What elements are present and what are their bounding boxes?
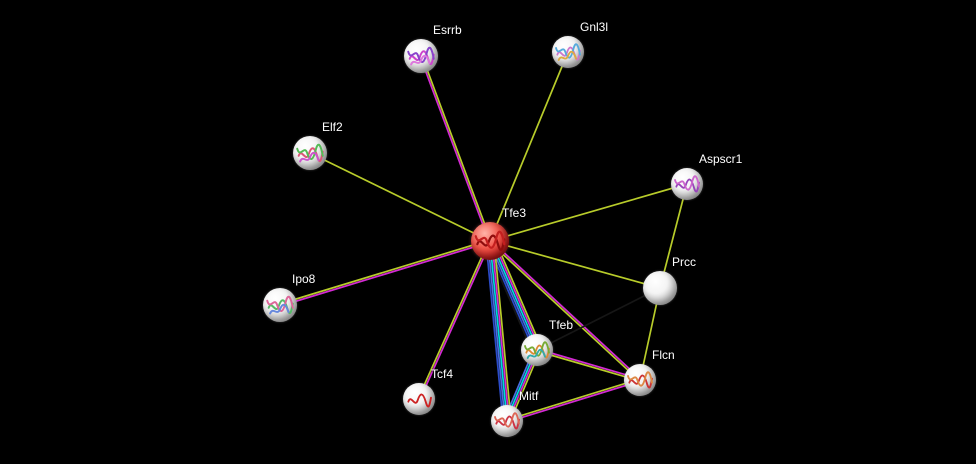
node-label-Elf2: Elf2 xyxy=(322,120,343,134)
node-Prcc[interactable] xyxy=(643,271,677,305)
protein-structure-icon xyxy=(474,230,506,252)
node-label-Gnl3l: Gnl3l xyxy=(580,20,609,34)
protein-structure-icon xyxy=(494,412,520,430)
node-Tfeb[interactable] xyxy=(521,334,553,366)
edge-Tfe3-Esrrb-green[interactable] xyxy=(421,55,492,241)
protein-structure-icon xyxy=(627,371,653,389)
protein-structure-icon xyxy=(555,43,581,61)
node-Tcf4[interactable] xyxy=(403,383,435,415)
node-Flcn[interactable] xyxy=(624,364,656,396)
protein-structure-icon xyxy=(407,393,432,408)
edge-Tfe3-Tcf4-magenta[interactable] xyxy=(419,241,492,400)
edge-Tfe3-Ipo8-green[interactable] xyxy=(279,239,490,305)
node-Gnl3l[interactable] xyxy=(552,36,584,68)
node-Esrrb[interactable] xyxy=(404,39,438,73)
node-label-Esrrb: Esrrb xyxy=(433,23,462,37)
edge-Tfe3-Aspscr1-green[interactable] xyxy=(489,183,688,242)
node-Elf2[interactable] xyxy=(293,136,327,170)
node-label-Flcn: Flcn xyxy=(652,348,675,362)
node-label-Ipo8: Ipo8 xyxy=(292,272,316,286)
edge-Tfeb-Flcn-green[interactable] xyxy=(536,350,640,382)
edge-Tfeb-Flcn-magenta[interactable] xyxy=(537,348,641,380)
edge-Tfe3-Mitf-navy[interactable] xyxy=(485,241,504,422)
protein-structure-icon xyxy=(674,175,700,193)
edge-Tfe3-Elf2-green[interactable] xyxy=(309,152,491,242)
edge-Tfe3-Ipo8-magenta[interactable] xyxy=(280,241,491,307)
node-label-Tcf4: Tcf4 xyxy=(431,367,454,381)
edge-Tfe3-Tfeb-magenta[interactable] xyxy=(492,239,541,350)
node-label-Tfeb: Tfeb xyxy=(549,318,574,332)
edge-Prcc-Tfeb-black[interactable] xyxy=(536,287,661,351)
node-label-Prcc: Prcc xyxy=(672,255,696,269)
edge-Tfe3-Esrrb-magenta[interactable] xyxy=(419,56,490,242)
edge-Tfe3-Prcc-green[interactable] xyxy=(489,240,661,289)
edge-Tfe3-Gnl3l-green[interactable] xyxy=(489,51,569,242)
edge-Tfe3-Mitf-blue[interactable] xyxy=(487,241,506,422)
edge-Flcn-Mitf-green[interactable] xyxy=(506,378,640,421)
protein-structure-icon xyxy=(407,46,435,66)
node-label-Mitf: Mitf xyxy=(519,389,539,403)
edge-Flcn-Mitf-magenta[interactable] xyxy=(507,380,641,423)
node-Ipo8[interactable] xyxy=(263,288,297,322)
node-Tfe3[interactable] xyxy=(471,222,509,260)
node-Mitf[interactable] xyxy=(491,405,523,437)
edge-Tfe3-Flcn-magenta[interactable] xyxy=(490,239,642,380)
protein-structure-icon xyxy=(266,295,294,315)
protein-structure-icon xyxy=(296,143,324,163)
protein-structure-icon xyxy=(524,341,550,359)
edge-Tfe3-Tfeb-cyan[interactable] xyxy=(490,240,539,350)
edge-Tfe3-Mitf-green[interactable] xyxy=(493,240,512,421)
node-label-Aspscr1: Aspscr1 xyxy=(699,152,743,166)
edge-Tfe3-Tfeb-green[interactable] xyxy=(493,238,543,349)
edge-Tfe3-Tcf4-green[interactable] xyxy=(417,240,490,399)
node-label-Tfe3: Tfe3 xyxy=(502,206,527,220)
edge-Tfe3-Flcn-green[interactable] xyxy=(488,241,640,382)
node-Aspscr1[interactable] xyxy=(671,168,703,200)
edge-Tfe3-Mitf-magenta[interactable] xyxy=(491,240,510,421)
edge-Aspscr1-Prcc-green[interactable] xyxy=(659,183,688,289)
edge-Tfe3-Tfeb-blue[interactable] xyxy=(488,241,537,351)
edge-Tfe3-Mitf-cyan[interactable] xyxy=(489,240,508,422)
